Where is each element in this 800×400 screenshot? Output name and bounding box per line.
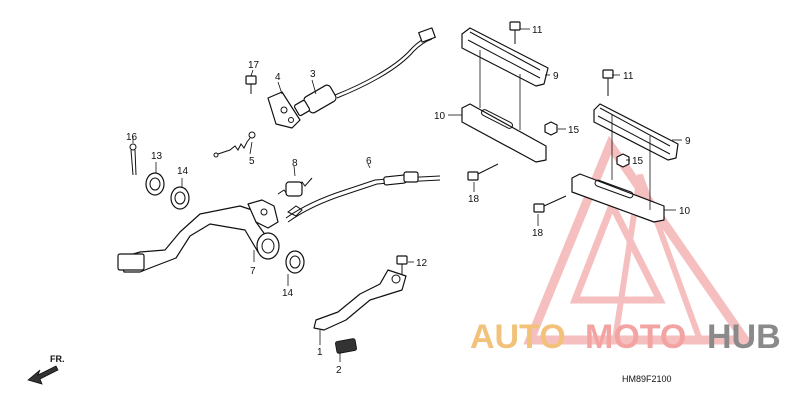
label-9-upper: 9 [553,71,559,82]
part-18-bolt-upper [467,163,499,181]
part-15-nut-upper [544,121,558,136]
part-2-rubber [335,338,357,354]
label-1: 1 [317,347,323,358]
label-9-lower: 9 [685,136,691,147]
label-14-lower: 14 [282,288,294,299]
part-10-bracket-upper [461,103,547,163]
leader-lines [132,28,682,362]
part-16-cotter-pin [129,143,137,176]
watermark-auto: AUTO [470,318,566,356]
callout-labels: 17 4 3 5 8 6 7 12 14 14 13 16 1 2 11 9 1… [126,25,691,376]
label-15-lower: 15 [632,156,644,167]
part-8-spring [277,177,313,197]
label-7: 7 [250,266,256,277]
part-6-brake-rod [285,171,441,223]
part-7-brake-pedal [117,199,280,273]
part-5-spring [213,131,256,158]
label-18-lower: 18 [532,228,544,239]
label-6: 6 [366,156,372,167]
label-2: 2 [336,365,342,376]
label-3: 3 [310,69,316,80]
label-12: 12 [416,258,428,269]
label-18-upper: 18 [468,194,480,205]
diagram-code: HM89F2100 [622,374,672,384]
label-11-lower: 11 [623,71,634,82]
watermark-moto: MOTO [585,318,686,356]
part-13-seal [145,172,165,196]
part-3-stop-switch-cable [293,27,436,117]
label-4: 4 [275,72,281,83]
front-direction-arrow: FR. [27,354,65,385]
part-4-bracket [267,91,301,129]
part-17-bolt [245,75,257,94]
watermark-hub: HUB [707,318,781,356]
label-10-lower: 10 [679,206,691,217]
label-11-upper: 11 [532,25,543,36]
watermark-text: AUTO MOTO HUB [470,318,781,356]
label-8: 8 [292,158,298,169]
part-11-bolt-upper [509,21,521,44]
label-5: 5 [249,156,255,167]
label-16: 16 [126,132,138,143]
part-18-bolt-lower [533,195,567,213]
label-13: 13 [151,151,163,162]
part-1-shift-arm [313,269,407,331]
part-10-bracket-lower [571,173,665,223]
label-17: 17 [248,60,260,71]
part-14-seal-lower [285,250,305,274]
watermark-logo [523,135,754,345]
label-14-upper: 14 [177,166,189,177]
label-15-upper: 15 [568,125,580,136]
front-direction-label: FR. [50,354,65,364]
part-15-nut-lower [616,153,630,168]
part-14-seal-upper [170,186,190,210]
part-11-bolt-lower [602,69,614,96]
label-10-upper: 10 [434,111,446,122]
part-9-step-lower [593,103,679,161]
part-9-step-upper [461,27,549,87]
